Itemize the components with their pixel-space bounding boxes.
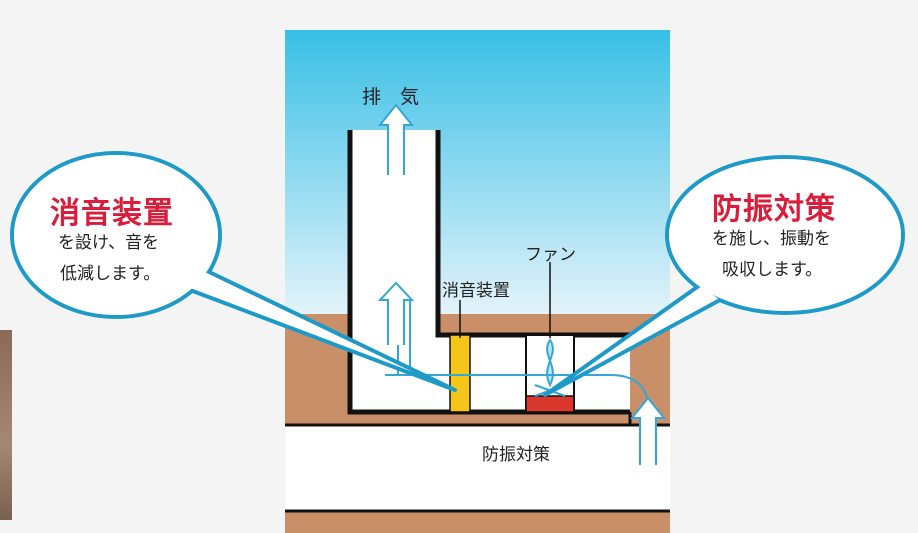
ceiling-slab — [285, 425, 670, 511]
vibration-label: 防振対策 — [482, 445, 550, 465]
left-callout-title: 消音装置 — [50, 196, 174, 231]
photo-edge — [0, 330, 12, 520]
left-callout-line1: を設け、音を — [58, 233, 160, 253]
silencer-block — [449, 334, 471, 413]
exhaust-label: 排 気 — [362, 86, 420, 108]
right-callout-title: 防振対策 — [712, 192, 836, 227]
fan-vibration-base — [525, 395, 575, 413]
right-callout-line1: を施し、振動を — [712, 229, 831, 249]
fan-label: ファン — [525, 245, 576, 265]
left-callout-line2: 低減します。 — [60, 264, 161, 284]
right-callout-line2: 吸収します。 — [722, 260, 823, 280]
exhaust-arrow-icon — [377, 103, 415, 345]
intake-arrow-icon — [629, 396, 667, 465]
silencer-label: 消音装置 — [442, 281, 510, 301]
sky-background — [285, 30, 670, 315]
